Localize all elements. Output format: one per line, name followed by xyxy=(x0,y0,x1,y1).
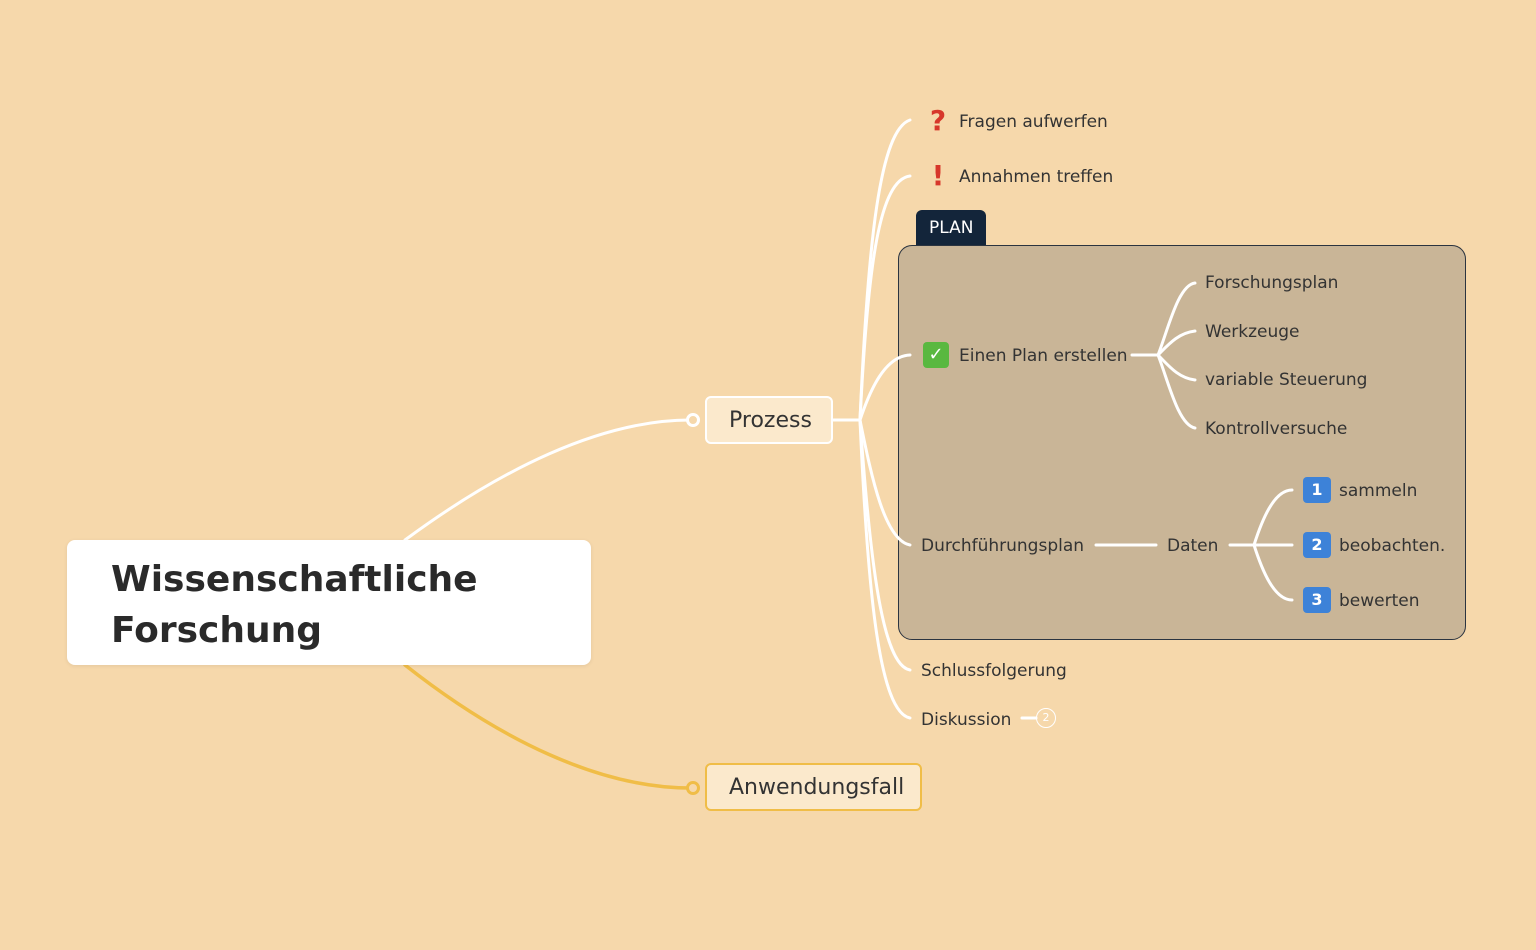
plan-boundary[interactable] xyxy=(898,245,1466,640)
anwendungsfall-connector-dot[interactable] xyxy=(686,781,700,795)
subtopic-fragen[interactable]: Fragen aufwerfen xyxy=(959,112,1108,132)
boundary-tag[interactable]: PLAN xyxy=(916,210,987,245)
branch-annahmen xyxy=(858,174,912,422)
branch-sammeln xyxy=(1252,488,1294,547)
subtopic-forschungsplan[interactable]: Forschungsplan xyxy=(1205,273,1339,293)
exclamation-mark-icon: ! xyxy=(931,159,945,192)
branch-plan xyxy=(858,353,912,422)
central-topic[interactable]: Wissenschaftliche Forschung xyxy=(67,540,591,665)
branch-forschungsplan xyxy=(1156,281,1197,357)
topic-anwendungsfall[interactable]: Anwendungsfall xyxy=(705,763,922,811)
subtopic-diskussion[interactable]: Diskussion xyxy=(921,710,1012,730)
check-mark-icon: ✓ xyxy=(923,342,949,368)
branch-kontroll xyxy=(1156,353,1197,430)
branch-diskussion xyxy=(858,418,912,720)
subtopic-sammeln[interactable]: sammeln xyxy=(1339,481,1418,501)
collapsed-count-badge[interactable]: 2 xyxy=(1036,708,1056,728)
branch-durchfuehrung xyxy=(858,418,912,547)
subtopic-beobachten[interactable]: beobachten. xyxy=(1339,536,1446,556)
central-topic-line1: Wissenschaftliche xyxy=(111,559,478,600)
topic-prozess[interactable]: Prozess xyxy=(705,396,833,444)
subtopic-kontrollversuche[interactable]: Kontrollversuche xyxy=(1205,419,1348,439)
question-mark-icon: ? xyxy=(929,104,947,137)
subtopic-werkzeuge[interactable]: Werkzeuge xyxy=(1205,322,1300,342)
branch-bewerten xyxy=(1252,543,1294,602)
subtopic-durchfuehrungsplan[interactable]: Durchführungsplan xyxy=(921,536,1085,556)
subtopic-plan[interactable]: Einen Plan erstellen xyxy=(959,346,1128,366)
number-3-icon: 3 xyxy=(1303,587,1331,613)
branch-fragen xyxy=(858,118,912,422)
subtopic-schlussfolgerung[interactable]: Schlussfolgerung xyxy=(921,661,1067,681)
branch-root-prozess xyxy=(403,418,692,542)
subtopic-variable-steuerung[interactable]: variable Steuerung xyxy=(1205,370,1368,390)
subtopic-daten[interactable]: Daten xyxy=(1167,536,1219,556)
subtopic-bewerten[interactable]: bewerten xyxy=(1339,591,1420,611)
number-1-icon: 1 xyxy=(1303,477,1331,503)
central-topic-line2: Forschung xyxy=(111,610,323,651)
number-2-icon: 2 xyxy=(1303,532,1331,558)
branch-werkzeuge xyxy=(1156,329,1197,357)
prozess-connector-dot[interactable] xyxy=(686,413,700,427)
branch-root-anwendungsfall xyxy=(403,663,692,790)
subtopic-annahmen[interactable]: Annahmen treffen xyxy=(959,167,1114,187)
